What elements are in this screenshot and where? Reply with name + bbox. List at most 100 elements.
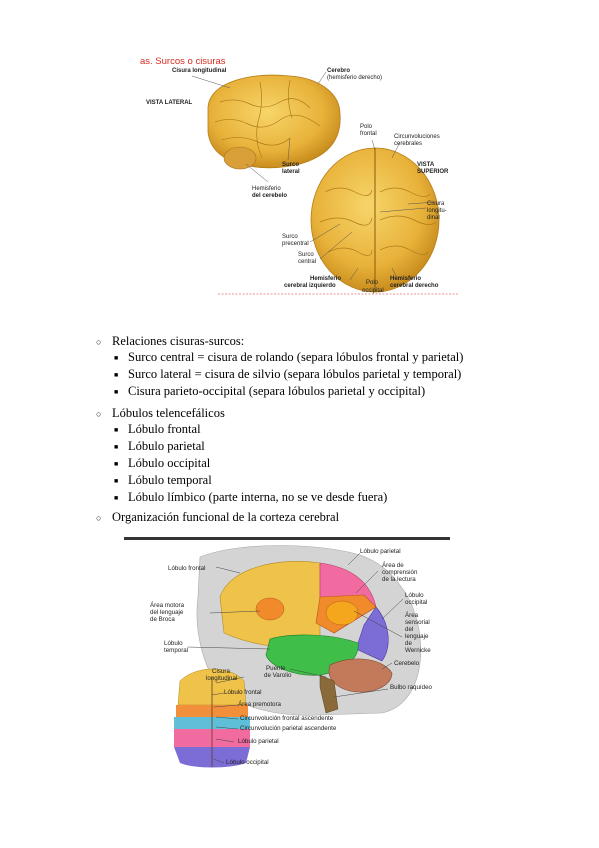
label-area-motora-2: del lenguaje <box>150 609 184 616</box>
label-lobulo-occipital-top: Lóbulo occipital <box>226 759 269 766</box>
label-polo-occ-2: occipital <box>362 288 384 294</box>
list-item: ■ Lóbulo temporal <box>114 473 387 490</box>
superior-brain-regions <box>174 668 250 768</box>
label-lobulo-frontal-top: Lóbulo frontal <box>224 689 262 696</box>
label-vista-superior-1: VISTA <box>417 162 435 168</box>
label-area-sensorial-6: Wernicke <box>405 647 431 654</box>
list-item-text: Surco lateral = cisura de silvio (separa… <box>128 367 462 381</box>
lateral-brain-illustration <box>207 74 341 170</box>
label-circunvoluciones-1: Circunvoluciones <box>394 134 440 140</box>
list-title-item: ○ Relaciones cisuras-surcos: <box>96 334 463 350</box>
list-item-text: Cisura parieto-occipital (separa lóbulos… <box>128 384 426 398</box>
label-vista-superior-2: SUPERIOR <box>417 169 449 175</box>
label-cerebro-sub: (hemisferio derecho) <box>327 75 382 81</box>
label-area-sensorial-2: sensorial <box>405 619 430 626</box>
list-item-text: Lóbulo parietal <box>128 439 205 453</box>
label-cisura-long-2-1: Cisura <box>212 668 230 675</box>
figure1-title: as. Surcos o cisuras <box>140 56 226 67</box>
label-lobulo-parietal-top: Lóbulo parietal <box>238 738 279 745</box>
label-surco-central-1: Surco <box>298 252 314 258</box>
brain-sulci-figure: as. Surcos o cisuras <box>140 52 458 298</box>
list-item-text: Lóbulo frontal <box>128 422 201 436</box>
label-cisura-long-3: dinal <box>427 215 440 221</box>
list-lobulos: ○Lóbulos telencefálicos ■Lóbulo frontal … <box>96 406 387 507</box>
label-lobulo-occipital-2: occipital <box>405 599 427 606</box>
label-vista-lateral: VISTA LATERAL <box>146 100 193 106</box>
square-bullet-icon: ■ <box>114 443 119 451</box>
label-hem-izq-2: cerebral izquierdo <box>284 283 336 289</box>
list-title-item: ○ Lóbulos telencefálicos <box>96 406 387 422</box>
label-polo-frontal-2: frontal <box>360 131 377 137</box>
figure1-leader-lines <box>191 71 437 292</box>
list-title-item: ○ Organización funcional de la corteza ce… <box>96 510 339 526</box>
cortex-functional-figure: Lóbulo parietal Área de comprensión de l… <box>120 537 456 769</box>
square-bullet-icon: ■ <box>114 460 119 468</box>
square-bullet-icon: ■ <box>114 494 119 502</box>
label-cerebelo: Cerebelo <box>394 660 420 667</box>
label-hem-der-2: cerebral derecho <box>390 283 439 289</box>
label-lobulo-parietal: Lóbulo parietal <box>360 548 401 555</box>
list-item: ■ Surco lateral = cisura de silvio (separ… <box>114 367 463 384</box>
label-lobulo-temporal-1: Lóbulo <box>164 640 183 647</box>
square-bullet-icon: ■ <box>114 477 119 485</box>
label-surco-lateral-2: lateral <box>282 169 300 175</box>
figure2-top-border <box>124 537 450 540</box>
label-area-motora-1: Área motora <box>150 602 185 609</box>
label-lobulo-frontal: Lóbulo frontal <box>168 565 206 572</box>
label-lobulo-occipital-1: Lóbulo <box>405 592 424 599</box>
label-surco-precentral-1: Surco <box>282 234 298 240</box>
label-puente-2: de Varolio <box>264 672 292 679</box>
label-circ-parietal: Circunvolución parietal ascendente <box>240 725 337 732</box>
label-circ-frontal: Circunvolución frontal ascendente <box>240 715 334 722</box>
label-polo-frontal-1: Polo <box>360 124 373 130</box>
label-circunvoluciones-2: cerebrales <box>394 141 422 147</box>
label-cerebro: Cerebro <box>327 68 350 74</box>
label-area-sensorial-5: de <box>405 640 412 647</box>
list-item: ■ Lóbulo occipital <box>114 456 387 473</box>
square-bullet-icon: ■ <box>114 354 119 362</box>
figure2-leader-lines <box>187 552 404 764</box>
label-area-comprension-1: Área de <box>382 562 404 569</box>
list-item: ■ Lóbulo límbico (parte interna, no se ve… <box>114 490 387 507</box>
list-item: ■ Lóbulo parietal <box>114 439 387 456</box>
label-hemisferio-cerebelo-1: Hemisferio <box>252 186 281 192</box>
square-bullet-icon: ■ <box>114 426 119 434</box>
label-area-sensorial-3: del <box>405 626 413 633</box>
list-item-text: Lóbulo límbico (parte interna, no se ve … <box>128 490 388 504</box>
hollow-circle-bullet-icon: ○ <box>96 409 102 419</box>
label-hemisferio-cerebelo-2: del cerebelo <box>252 193 287 199</box>
label-puente-1: Puente <box>266 665 286 672</box>
superior-brain-illustration <box>310 147 440 293</box>
label-area-comprension-3: de la lectura <box>382 576 416 583</box>
label-surco-lateral-1: Surco <box>282 162 299 168</box>
label-area-motora-3: de Broca <box>150 616 175 623</box>
label-cisura-longitudinal: Cisura longitudinal <box>172 68 227 74</box>
list-item: ■ Lóbulo frontal <box>114 422 387 439</box>
list-item-text: Surco central = cisura de rolando (separ… <box>128 350 464 364</box>
label-polo-occ-1: Polo <box>366 280 379 286</box>
label-area-sensorial-4: lenguaje <box>405 633 429 640</box>
list-item-text: Lóbulo temporal <box>128 473 212 487</box>
lateral-brain-regions <box>219 561 393 714</box>
hollow-circle-bullet-icon: ○ <box>96 337 102 347</box>
label-hem-der-1: Hemisferio <box>390 276 421 282</box>
label-lobulo-temporal-2: temporal <box>164 647 188 654</box>
square-bullet-icon: ■ <box>114 371 119 379</box>
square-bullet-icon: ■ <box>114 388 119 396</box>
label-surco-precentral-2: precentral <box>282 241 309 247</box>
list-item: ■ Surco central = cisura de rolando (sepa… <box>114 350 463 367</box>
list-organizacion: ○ Organización funcional de la corteza ce… <box>96 510 339 526</box>
label-area-comprension-2: comprensión <box>382 569 418 576</box>
list-title: Relaciones cisuras-surcos: <box>112 334 245 348</box>
label-area-premotora: Área premotora <box>238 701 282 708</box>
label-surco-central-2: central <box>298 259 316 265</box>
list-title: Organización funcional de la corteza cer… <box>112 510 340 524</box>
hollow-circle-bullet-icon: ○ <box>96 513 102 523</box>
label-cisura-long-2-2: longitudinal <box>206 675 237 682</box>
list-item-text: Lóbulo occipital <box>128 456 211 470</box>
label-area-sensorial-1: Área <box>405 612 419 619</box>
list-item: ■ Cisura parieto-occipital (separa lóbulo… <box>114 384 463 401</box>
list-title: Lóbulos telencefálicos <box>112 406 225 420</box>
label-bulbo: Bulbo raquídeo <box>390 684 433 691</box>
